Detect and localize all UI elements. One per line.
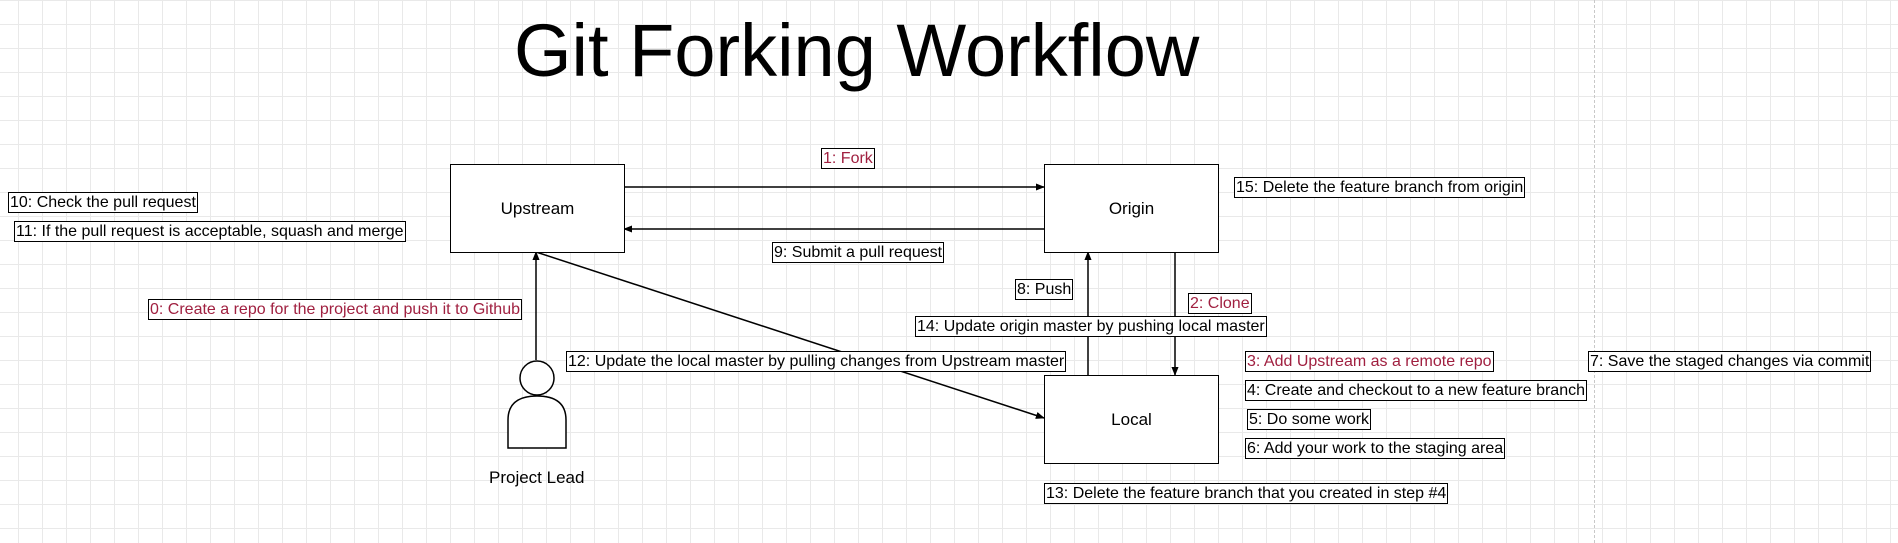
step-1-label: 1: Fork <box>821 148 875 169</box>
origin-node[interactable]: Origin <box>1044 164 1219 253</box>
local-label: Local <box>1111 409 1152 429</box>
step-0-label: 0: Create a repo for the project and pus… <box>148 299 522 320</box>
step-8-label: 8: Push <box>1015 279 1074 300</box>
upstream-node[interactable]: Upstream <box>450 164 625 253</box>
pull-upstream-arrow <box>535 251 1045 419</box>
step-7-label: 7: Save the staged changes via commit <box>1588 351 1872 372</box>
step-15-label: 15: Delete the feature branch from origi… <box>1234 177 1526 198</box>
project-lead-label: Project Lead <box>489 468 585 487</box>
step-9-label: 9: Submit a pull request <box>772 242 945 263</box>
local-node[interactable]: Local <box>1044 375 1219 464</box>
page-boundary <box>1594 0 1595 543</box>
step-4-label: 4: Create and checkout to a new feature … <box>1245 380 1587 401</box>
step-14-label: 14: Update origin master by pushing loca… <box>915 316 1267 337</box>
origin-label: Origin <box>1108 198 1155 218</box>
step-3-label: 3: Add Upstream as a remote repo <box>1245 351 1494 372</box>
upstream-label: Upstream <box>500 198 575 218</box>
step-12-label: 12: Update the local master by pulling c… <box>566 351 1067 372</box>
diagram-title: Git Forking Workflow <box>514 9 1200 92</box>
step-11-label: 11: If the pull request is acceptable, s… <box>14 221 406 242</box>
step-10-label: 10: Check the pull request <box>8 192 198 213</box>
step-5-label: 5: Do some work <box>1247 409 1372 430</box>
step-2-label: 2: Clone <box>1188 293 1252 314</box>
step-13-label: 13: Delete the feature branch that you c… <box>1044 483 1449 504</box>
project-lead-icon <box>507 360 567 449</box>
step-6-label: 6: Add your work to the staging area <box>1245 438 1506 459</box>
